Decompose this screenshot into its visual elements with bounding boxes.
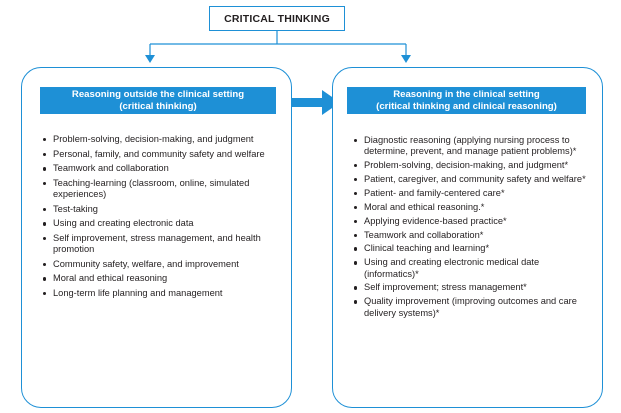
reasoning-in-clinical-panel: Reasoning in the clinical setting (criti… — [332, 67, 603, 408]
list-item: Problem-solving, decision-making, and ju… — [42, 134, 277, 145]
critical-thinking-title: CRITICAL THINKING — [224, 12, 330, 25]
list-item: Diagnostic reasoning (applying nursing p… — [353, 135, 593, 157]
list-item: Self improvement, stress management, and… — [42, 233, 277, 255]
list-item: Test-taking — [42, 204, 277, 215]
left-panel-header-line2: (critical thinking) — [119, 100, 197, 112]
list-item: Using and creating electronic medical da… — [353, 257, 593, 279]
reasoning-outside-clinical-panel: Reasoning outside the clinical setting (… — [21, 67, 292, 408]
list-item: Long-term life planning and management — [42, 288, 277, 299]
list-item: Problem-solving, decision-making, and ju… — [353, 160, 593, 171]
list-item: Clinical teaching and learning* — [353, 243, 593, 254]
list-item: Quality improvement (improving outcomes … — [353, 296, 593, 318]
list-item: Patient- and family-centered care* — [353, 188, 593, 199]
left-panel-header-line1: Reasoning outside the clinical setting — [71, 89, 245, 100]
right-panel-header: Reasoning in the clinical setting (criti… — [347, 87, 586, 114]
list-item: Using and creating electronic data — [42, 218, 277, 229]
list-item: Community safety, welfare, and improveme… — [42, 259, 277, 270]
list-item: Teamwork and collaboration — [42, 163, 277, 174]
critical-thinking-box: CRITICAL THINKING — [209, 6, 345, 31]
list-item: Moral and ethical reasoning.* — [353, 202, 593, 213]
list-item: Teaching-learning (classroom, online, si… — [42, 178, 277, 200]
right-panel-header-line2: (critical thinking and clinical reasonin… — [376, 100, 557, 112]
arrow-down-left-icon — [145, 55, 155, 63]
list-item: Self improvement; stress management* — [353, 282, 593, 293]
left-panel-header: Reasoning outside the clinical setting (… — [40, 87, 276, 114]
list-item: Teamwork and collaboration* — [353, 230, 593, 241]
right-panel-header-line1: Reasoning in the clinical setting — [393, 89, 540, 100]
list-item: Patient, caregiver, and community safety… — [353, 174, 593, 185]
right-panel-list: Diagnostic reasoning (applying nursing p… — [353, 135, 593, 321]
list-item: Moral and ethical reasoning — [42, 273, 277, 284]
arrow-right-icon — [270, 90, 340, 115]
list-item: Applying evidence-based practice* — [353, 216, 593, 227]
left-panel-list: Problem-solving, decision-making, and ju… — [42, 134, 277, 302]
arrow-down-right-icon — [401, 55, 411, 63]
list-item: Personal, family, and community safety a… — [42, 149, 277, 160]
